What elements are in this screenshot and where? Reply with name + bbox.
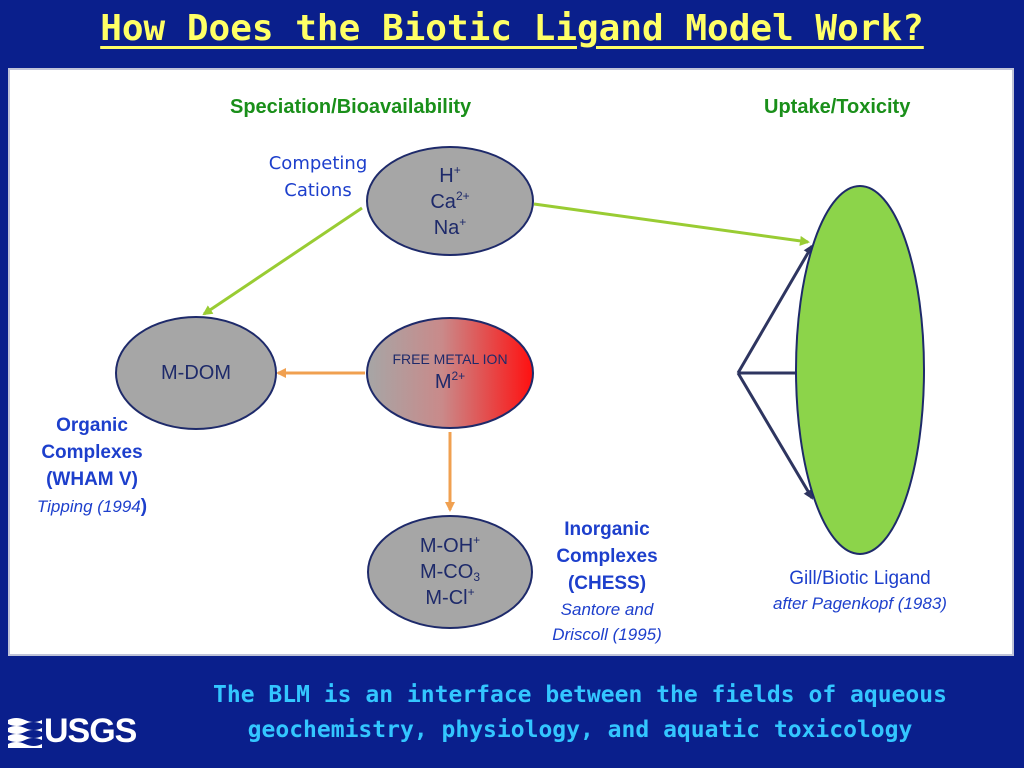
cation-h: H+: [439, 163, 461, 187]
arrow-uptake-bottom: [736, 372, 814, 500]
inorganic-ellipse: [367, 515, 533, 629]
usgs-logo-text: USGS: [44, 712, 137, 750]
footer-line2: geochemistry, physiology, and aquatic to…: [247, 717, 913, 743]
free-metal-label: FREE METAL ION: [392, 351, 508, 367]
organic-line1: Organic: [56, 415, 128, 436]
gill-citation: after Pagenkopf (1983): [773, 594, 947, 613]
inorganic-node: M-OH+ M-CO3 M-Cl+: [390, 528, 510, 616]
inorganic-line3: (CHESS): [567, 573, 647, 594]
diagram-canvas: [115, 146, 925, 629]
usgs-wave-icon: [8, 717, 42, 748]
competing-line1: Competing: [268, 153, 368, 174]
competing-line2: Cations: [284, 180, 352, 201]
cations-ellipse: [366, 146, 534, 256]
mdom-ellipse: [115, 316, 277, 430]
arrow-uptake-top: [736, 244, 814, 374]
free-metal-symbol: M2+: [434, 369, 466, 393]
footer-caption: The BLM is an interface between the fiel…: [160, 678, 1000, 748]
cation-ca: Ca2+: [430, 189, 470, 213]
gill-ligand-ellipse: [795, 185, 925, 555]
inorganic-line1: Inorganic: [564, 519, 650, 540]
speciation-heading: Speciation/Bioavailability: [230, 96, 472, 118]
inorganic-cite1: Santore and: [560, 600, 654, 619]
inorganic-cite2: Driscoll (1995): [552, 625, 662, 644]
cations-node: H+ Ca2+ Na+: [390, 150, 510, 254]
slide-title: How Does the Biotic Ligand Model Work?: [100, 8, 924, 49]
arrow-cations-to-mdom: [202, 206, 363, 316]
gill-label-text: Gill/Biotic Ligand: [789, 568, 931, 589]
free-metal-ellipse: [366, 317, 534, 429]
mdom-label: M-DOM: [161, 362, 231, 384]
free-metal-node: FREE METAL ION M2+: [370, 340, 530, 404]
inorganic-co3: M-CO3: [419, 561, 480, 584]
organic-line2: Complexes: [41, 442, 143, 463]
gill-ligand-label: Gill/Biotic Ligand after Pagenkopf (1983…: [740, 566, 980, 616]
cation-na: Na+: [433, 215, 467, 239]
uptake-heading: Uptake/Toxicity: [764, 96, 911, 118]
organic-complexes-label: Organic Complexes (WHAM V) Tipping (1994…: [14, 412, 170, 520]
inorganic-oh: M-OH+: [419, 533, 481, 557]
organic-line3: (WHAM V): [46, 469, 138, 490]
diagram-panel: Speciation/Bioavailability Uptake/Toxici…: [8, 68, 1014, 656]
arrow-cations-to-gill: [533, 202, 810, 246]
inorganic-complexes-label: Inorganic Complexes (CHESS) Santore and …: [528, 516, 686, 647]
usgs-logo: USGS: [8, 712, 137, 751]
inorganic-line2: Complexes: [556, 546, 658, 567]
inorganic-cl: M-Cl+: [425, 585, 475, 609]
mdom-node: M-DOM: [126, 358, 266, 388]
organic-citation: Tipping (1994): [36, 496, 148, 517]
competing-cations-label: Competing Cations: [260, 150, 376, 204]
footer-line1: The BLM is an interface between the fiel…: [213, 682, 947, 708]
